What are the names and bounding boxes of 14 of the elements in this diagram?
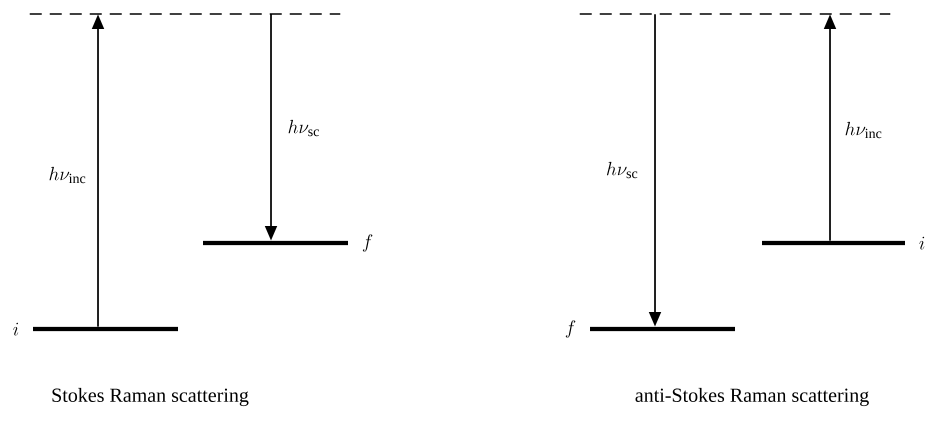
- caption: anti-Stokes Raman scattering: [636, 388, 869, 406]
- caption: Stokes Raman scattering: [52, 388, 249, 406]
- level-label: $f$: [566, 320, 576, 338]
- level-label: $i$: [919, 236, 924, 250]
- dashed-level-line: [30, 13, 340, 15]
- level-label: $i$: [13, 322, 18, 336]
- edge-label: $h\nu_{\mathrm{sc}}$: [288, 120, 319, 136]
- level-label: $f$: [362, 234, 372, 252]
- edge-label: $h\nu_{\mathrm{inc}}$: [50, 166, 86, 184]
- dashed-level-line: [580, 13, 890, 15]
- edge-label: $h\nu_{\mathrm{inc}}$: [846, 122, 882, 138]
- energy-level-bar: [762, 240, 905, 246]
- edge-label: $h\nu_{\mathrm{sc}}$: [607, 162, 638, 178]
- energy-level-bar: [33, 326, 178, 332]
